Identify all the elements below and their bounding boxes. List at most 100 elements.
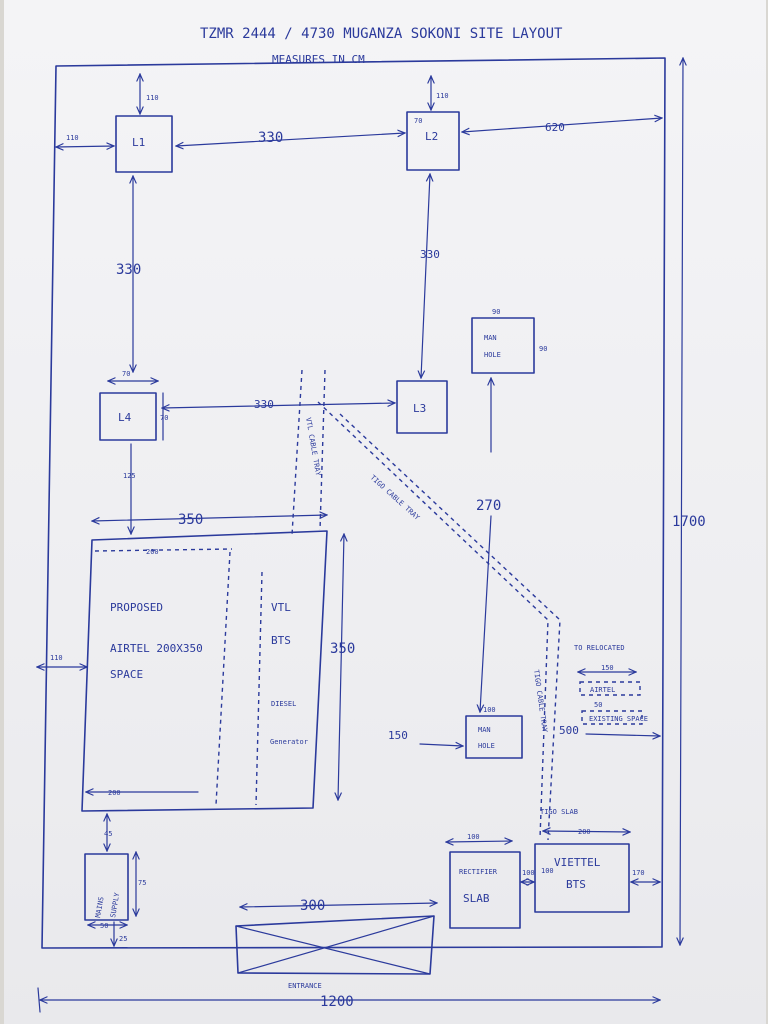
relocate-airtel-label: AIRTEL: [590, 686, 615, 694]
viettel-label-2: BTS: [566, 878, 586, 891]
l4-l3-dim: [162, 403, 395, 408]
airtel-label-1: PROPOSED: [110, 601, 163, 614]
manhole-mid-right-dim: [585, 734, 660, 736]
relocate-50-label: 50: [594, 701, 602, 709]
manhole-top-height: 90: [539, 345, 547, 353]
viettel-side-label: 100: [541, 867, 554, 875]
manhole-mid-top: 100: [483, 706, 496, 714]
vtl-label: VTL: [271, 601, 291, 614]
rectifier-width-dim: [446, 841, 512, 842]
mains-height-label: 75: [138, 879, 146, 887]
relocate-150-label: 150: [601, 664, 614, 672]
airtel-width-label: 350: [178, 512, 203, 528]
bts-label: BTS: [271, 634, 291, 647]
airtel-relocate-box: [579, 681, 641, 696]
l1-top-label: 110: [146, 94, 159, 102]
tigo-slab-label: TIGO SLAB: [540, 808, 578, 816]
mains-label-2: SUPPLY: [109, 891, 121, 918]
mains-width-label: 50: [100, 922, 108, 930]
airtel-label-2: AIRTEL 200X350: [110, 642, 203, 655]
mains-bottom-label: 25: [119, 935, 127, 943]
tigo-cable-tray-label-2: TIGO CABLE TRAY: [532, 669, 549, 733]
entrance-label: ENTRANCE: [288, 982, 322, 990]
entrance-gate-cross: [235, 915, 435, 975]
l2-right-dim: [462, 118, 662, 132]
airtel-inner-dim: [94, 548, 233, 552]
manhole-mid-right-label: 500: [559, 724, 579, 737]
airtel-split-line: [215, 551, 231, 806]
vtl-cable-tray-right: [319, 369, 326, 531]
existing-space-label: EXISTING SPACE: [589, 715, 648, 723]
vtl-cable-tray-label: VTL CABLE TRAY: [304, 417, 322, 477]
manhole-top-width: 90: [492, 308, 500, 316]
mains-supply-box: [84, 853, 129, 921]
rectifier-gap-label: 100: [522, 869, 535, 877]
viettel-width-dim: [543, 831, 630, 832]
l4-height-label: 70: [160, 414, 168, 422]
airtel-proposed-area: [81, 530, 328, 812]
mains-label-1: MAINS: [94, 896, 106, 918]
leg-l4-box: [99, 392, 157, 441]
leg-l3-box: [396, 380, 448, 434]
viettel-width-label: 200: [578, 828, 591, 836]
entrance-width-dim: [240, 903, 437, 907]
l1-l4-label: 330: [116, 262, 141, 278]
rectifier-label-2: SLAB: [463, 892, 490, 905]
viettel-right-label: 170: [632, 869, 645, 877]
l2-top-label: 110: [436, 92, 449, 100]
leg-l2-label: L2: [425, 130, 438, 143]
vtl-cable-tray-left: [291, 369, 303, 536]
airtel-width-dim: [92, 515, 327, 521]
leg-l3-label: L3: [413, 402, 426, 415]
tigo-cable-tray-upper: [317, 401, 549, 839]
viettel-bts-box: [534, 843, 630, 913]
l4-down-label: 125: [123, 472, 136, 480]
diagram-subtitle: MEASURES IN CM: [272, 53, 365, 66]
l1-l2-label: 330: [258, 130, 283, 146]
relocate-note: TO RELOCATED: [574, 644, 625, 652]
l1-l2-dim: [176, 133, 405, 146]
viettel-label-1: VIETTEL: [554, 856, 601, 869]
rectifier-width-label: 100: [467, 833, 480, 841]
airtel-inner-label: 200: [146, 548, 159, 556]
l4-l3-label: 330: [254, 398, 274, 411]
manhole-connect-line: [480, 515, 492, 712]
generator-label: Generator: [270, 738, 308, 746]
airtel-height-label: 350: [330, 641, 355, 657]
diesel-label: DIESEL: [271, 700, 296, 708]
height-dimension-line: [680, 58, 683, 945]
vtl-split-line: [255, 571, 263, 806]
entrance-width-label: 300: [300, 898, 325, 914]
manhole-mid-line2: HOLE: [478, 742, 495, 750]
rectifier-slab-box: [449, 851, 521, 929]
manhole-mid-left-dim: [419, 744, 463, 746]
l2-l3-dim: [421, 174, 430, 378]
manhole-top-line1: MAN: [484, 334, 497, 342]
tigo-cable-tray-label: TIGO CABLE TRAY: [369, 474, 422, 523]
width-tick: [37, 987, 41, 1013]
airtel-bottom-label: 200: [108, 789, 121, 797]
l1-left-label: 110: [66, 134, 79, 142]
l1-left-dim: [56, 146, 114, 147]
l2-small-label: 70: [414, 117, 422, 125]
manhole-down-label: 270: [476, 498, 501, 514]
manhole-mid-line1: MAN: [478, 726, 491, 734]
l4-width-label: 70: [122, 370, 130, 378]
overall-width-label: 1200: [320, 994, 354, 1010]
rectifier-label-1: RECTIFIER: [459, 868, 498, 876]
manhole-top-line2: HOLE: [484, 351, 501, 359]
airtel-left-gap-label: 110: [50, 654, 63, 662]
tigo-cable-tray-lower: [339, 413, 561, 841]
leg-l2-box: [406, 111, 460, 171]
site-boundary: [41, 57, 666, 949]
overall-height-label: 1700: [672, 514, 706, 530]
airtel-label-3: SPACE: [110, 668, 143, 681]
manhole-mid-box: [465, 715, 523, 759]
manhole-mid-left-label: 150: [388, 729, 408, 742]
diagram-title: TZMR 2444 / 4730 MUGANZA SOKONI SITE LAY…: [200, 26, 563, 42]
existing-space-box: [581, 710, 643, 725]
l2-right-label: 620: [545, 121, 565, 134]
l2-l3-label: 330: [420, 248, 440, 261]
